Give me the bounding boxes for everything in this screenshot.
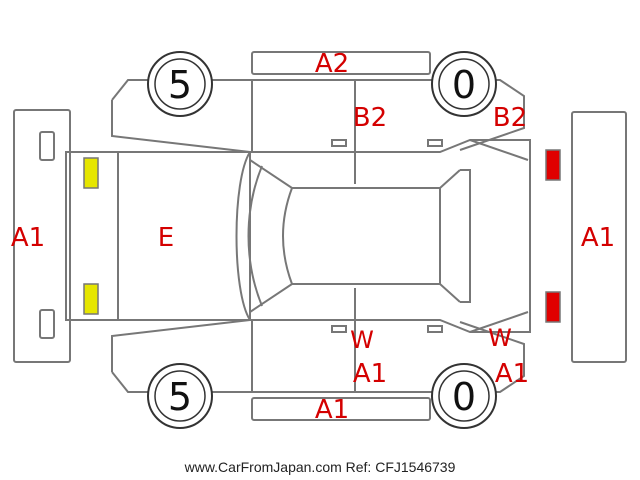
tire-rear-right-value: 0 <box>452 375 476 419</box>
label-top-door-center: B2 <box>353 103 387 133</box>
front-light-marker-bottom <box>83 283 99 315</box>
label-top-center: A2 <box>315 49 349 79</box>
label-bottom-right-a1: A1 <box>495 359 529 389</box>
rear-light-marker-top <box>545 149 561 181</box>
label-bottom-center: A1 <box>315 395 349 425</box>
label-top-door-right: B2 <box>493 103 527 133</box>
tire-rear-right: 0 <box>431 363 497 429</box>
tire-front-right-value: 0 <box>452 63 476 107</box>
label-hood: E <box>158 223 174 253</box>
rear-bumper <box>571 111 627 363</box>
tire-front-right: 0 <box>431 51 497 117</box>
front-light-marker-top <box>83 157 99 189</box>
tire-rear-left-value: 5 <box>168 375 192 419</box>
tire-rear-left: 5 <box>147 363 213 429</box>
label-bottom-right-w: W <box>488 324 512 352</box>
tire-front-left: 5 <box>147 51 213 117</box>
label-bottom-door-a1: A1 <box>353 359 387 389</box>
label-right-bumper: A1 <box>581 223 615 253</box>
label-left-bumper: A1 <box>11 223 45 253</box>
footer-reference: www.CarFromJapan.com Ref: CFJ1546739 <box>184 459 456 475</box>
label-bottom-door-w: W <box>350 326 374 354</box>
car-body <box>65 139 531 333</box>
front-bumper <box>13 109 71 363</box>
tire-front-left-value: 5 <box>168 63 192 107</box>
rear-light-marker-bottom <box>545 291 561 323</box>
